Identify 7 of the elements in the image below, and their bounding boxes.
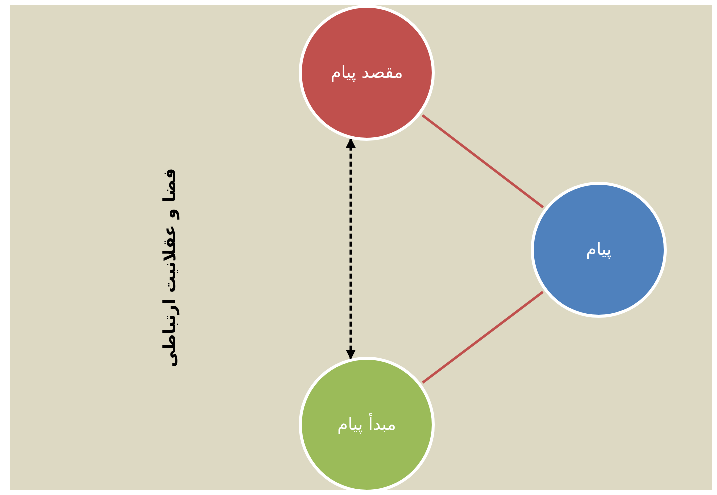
node-label: مبدأ پیام [338,415,396,435]
double-arrow [346,138,356,360]
connector-line [422,114,544,209]
node-label: مقصد پیام [330,63,404,83]
vertical-caption: فضا و عقلانیت ارتباطی [160,168,180,368]
connector-line [422,291,544,384]
node-label: پیام [586,240,612,260]
